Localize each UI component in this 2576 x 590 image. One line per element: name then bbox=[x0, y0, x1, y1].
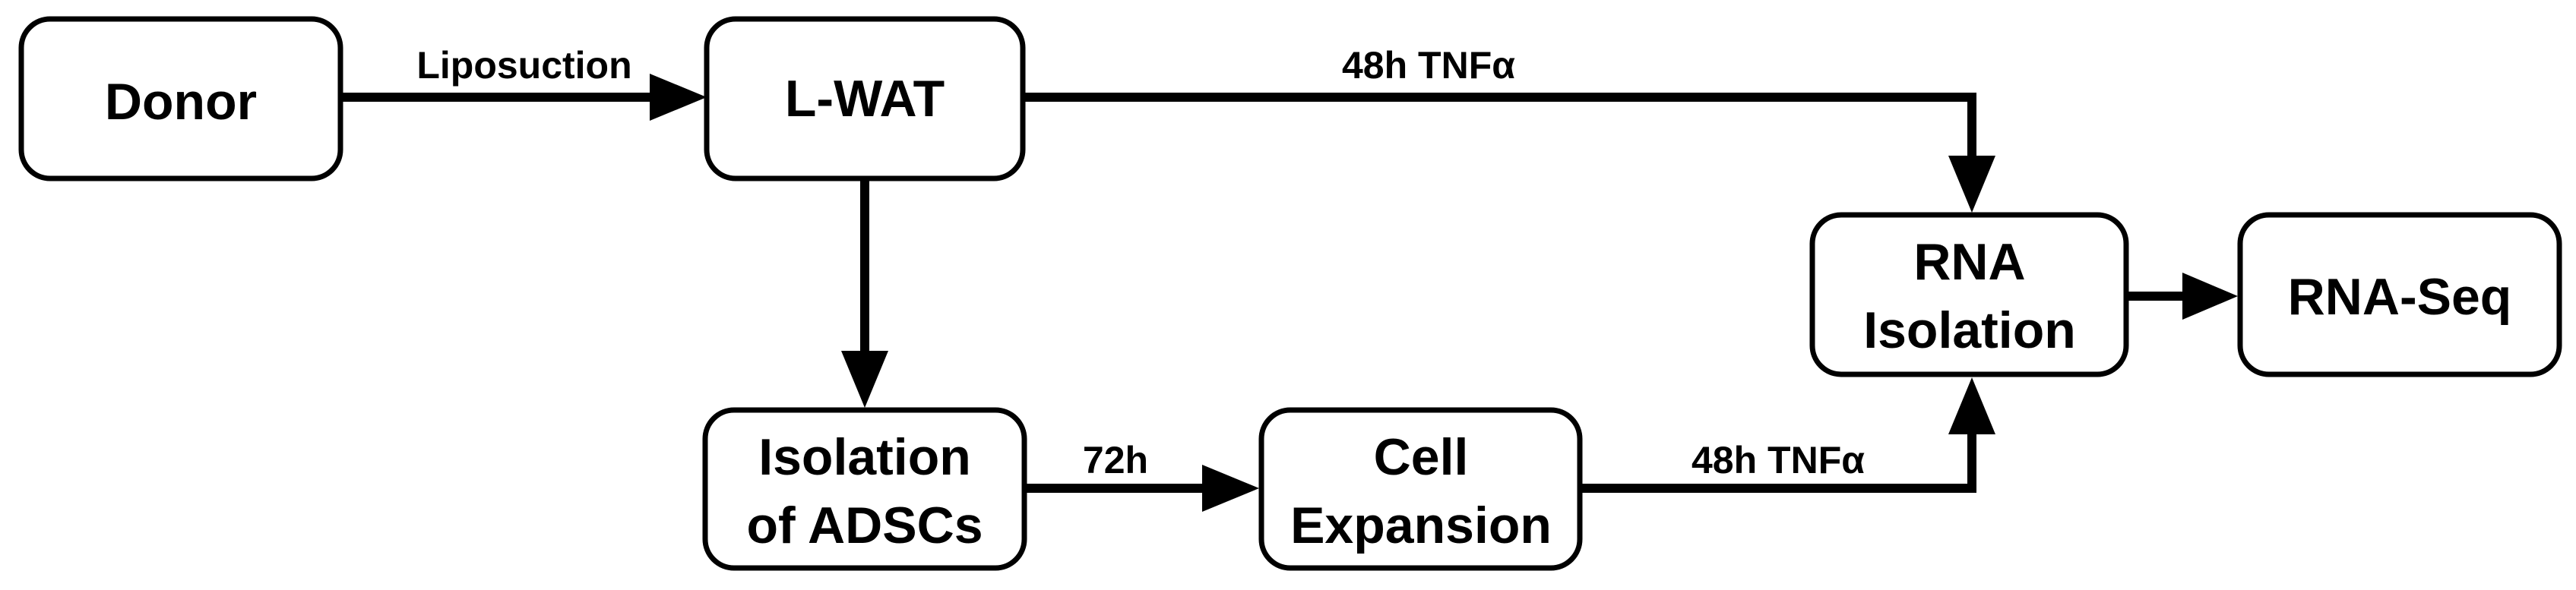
node-rna-isolation-label-line1: RNA bbox=[1913, 233, 2025, 291]
node-donor-label: Donor bbox=[105, 73, 257, 131]
edge-lwat-to-rna-isolation: 48h TNFα bbox=[1024, 44, 1995, 213]
node-lwat: L-WAT bbox=[704, 16, 1026, 181]
node-adscs-label-line1: Isolation bbox=[758, 428, 971, 486]
node-cell-expansion-label-line2: Expansion bbox=[1290, 497, 1552, 554]
edge-label-48h-tnfa-top: 48h TNFα bbox=[1342, 44, 1515, 87]
edge-donor-to-lwat: Liposuction bbox=[342, 44, 707, 121]
edge-label-72h: 72h bbox=[1083, 439, 1148, 481]
node-adscs-label-line2: of ADSCs bbox=[746, 497, 983, 554]
node-rna-seq: RNA-Seq bbox=[2237, 212, 2562, 377]
arrowhead bbox=[650, 74, 707, 121]
node-isolation-of-adscs: Isolation of ADSCs bbox=[702, 407, 1027, 571]
edge-lwat-to-adscs bbox=[841, 181, 888, 408]
arrowhead bbox=[1948, 156, 1995, 213]
edge-adscs-to-cell-expansion: 72h bbox=[1026, 439, 1259, 512]
arrowhead bbox=[1948, 377, 1995, 434]
edge-label-liposuction: Liposuction bbox=[416, 44, 631, 87]
edge-rna-isolation-to-rna-seq bbox=[2128, 273, 2238, 320]
node-rna-isolation-label-line2: Isolation bbox=[1863, 301, 2076, 359]
arrowhead bbox=[1202, 465, 1259, 512]
node-lwat-label: L-WAT bbox=[785, 70, 945, 128]
node-rna-isolation: RNA Isolation bbox=[1809, 212, 2129, 377]
arrowhead bbox=[841, 351, 888, 408]
node-donor: Donor bbox=[18, 16, 343, 181]
node-rna-seq-label: RNA-Seq bbox=[2288, 268, 2512, 326]
node-cell-expansion-label-line1: Cell bbox=[1374, 428, 1469, 486]
edge-label-48h-tnfa-bottom: 48h TNFα bbox=[1691, 439, 1865, 481]
arrowhead bbox=[2182, 273, 2238, 320]
node-cell-expansion: Cell Expansion bbox=[1258, 407, 1583, 571]
edge-line bbox=[1024, 93, 1976, 156]
edge-line bbox=[1581, 434, 1976, 493]
edge-cell-expansion-to-rna-isolation: 48h TNFα bbox=[1581, 377, 1995, 493]
